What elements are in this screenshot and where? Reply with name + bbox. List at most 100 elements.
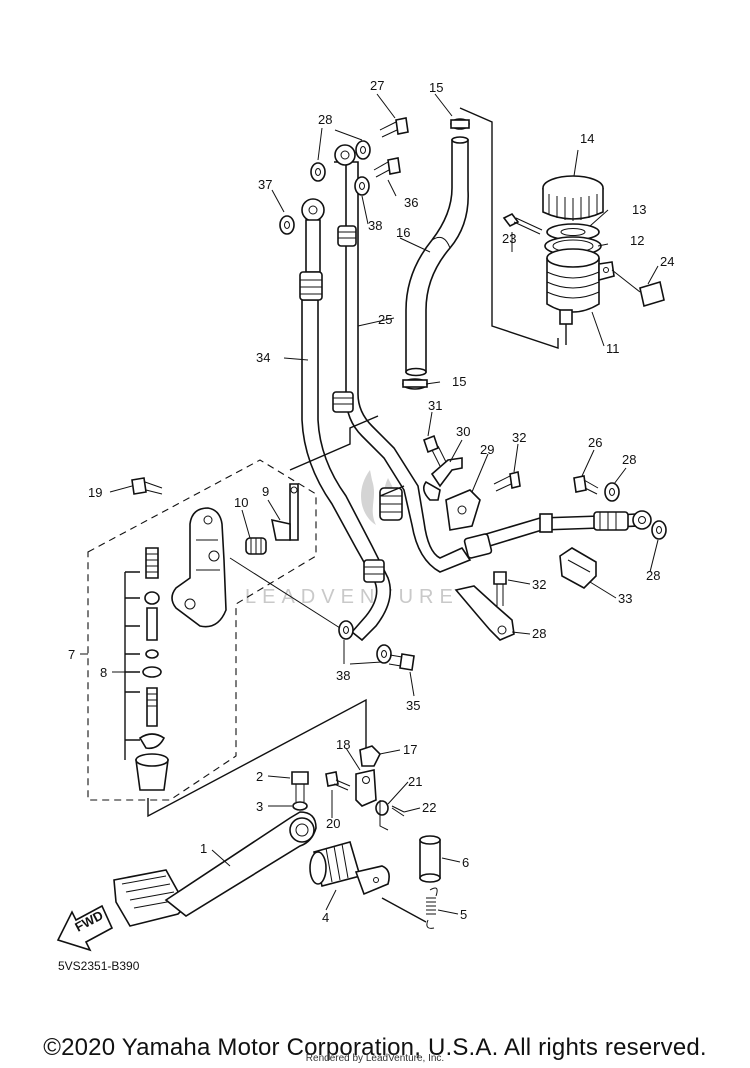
washer-38-d [376, 644, 392, 664]
part-label: 30 [456, 424, 470, 439]
part-label: 17 [403, 742, 417, 757]
diagram-code: 5VS2351-B390 [58, 959, 140, 973]
junction-line [289, 415, 379, 471]
nut-17 [359, 745, 381, 767]
reservoir-bracket-line [459, 107, 559, 349]
washer-38-c [338, 620, 354, 640]
part-label: 36 [404, 195, 418, 210]
bracket-24 [611, 269, 665, 308]
part-label: 12 [630, 233, 644, 248]
pin-22 [391, 805, 405, 817]
fwd-arrow-icon: FWD [56, 904, 114, 952]
part-label: 4 [322, 910, 329, 925]
washer-28-b [355, 140, 371, 160]
bolt-2 [291, 771, 309, 802]
bolt-26 [573, 475, 599, 495]
part-label: 28 [622, 452, 636, 467]
clamp-30 [445, 489, 481, 531]
part-label: 20 [326, 816, 340, 831]
bolt-32-top [423, 434, 447, 467]
part-label: 28 [646, 568, 660, 583]
part-label: 24 [660, 254, 674, 269]
part-label: 38 [336, 668, 350, 683]
reservoir-hose-16 [405, 139, 469, 373]
part-label: 21 [408, 774, 422, 789]
spring-5 [381, 887, 438, 929]
shaft-4 [309, 800, 390, 896]
piston-kit-8 [124, 547, 169, 791]
spacer-6 [419, 835, 441, 883]
part-label: 3 [256, 799, 263, 814]
part-label: 19 [88, 485, 102, 500]
bolt-36 [388, 653, 415, 671]
bolt-23 [502, 212, 543, 235]
clamp-34 [559, 547, 597, 589]
bolt-37 [373, 157, 401, 178]
part-label: 38 [368, 218, 382, 233]
part-label: 10 [234, 495, 248, 510]
part-label: 14 [580, 131, 594, 146]
copyright-text: ©2020 Yamaha Motor Corporation, U.S.A. A… [43, 1034, 707, 1061]
bolt-20 [325, 771, 351, 791]
bracket-29 [454, 585, 515, 641]
bolt-27 [379, 117, 409, 138]
part-label: 22 [422, 800, 436, 815]
part-label: 1 [200, 841, 207, 856]
watermark: LEADVENTURE [245, 586, 459, 608]
joint-9 [270, 483, 299, 541]
part-label: 25 [378, 312, 392, 327]
bolt-19 [131, 477, 163, 495]
clamp-31 [422, 457, 463, 501]
part-label: 7 [68, 647, 75, 662]
brake-hose-25 [332, 144, 472, 573]
part-label: 23 [502, 231, 516, 246]
part-label: 32 [512, 430, 526, 445]
brake-hose-to-caliper [463, 510, 652, 559]
washer-3 [292, 801, 308, 811]
master-cylinder-dashed-box [87, 459, 317, 801]
part-label: 13 [632, 202, 646, 217]
washer-21 [375, 800, 389, 816]
part-label: 5 [460, 907, 467, 922]
rendered-by-text: Rendered by LeadVenture, Inc. [305, 1053, 445, 1064]
part-label: 27 [370, 78, 384, 93]
brake-hose-35 [299, 198, 392, 642]
part-label: 29 [480, 442, 494, 457]
clamp-15-bottom [402, 378, 428, 390]
part-label: 18 [336, 737, 350, 752]
leader-lines [80, 93, 659, 915]
part-label: 32 [532, 577, 546, 592]
part-label: 9 [262, 484, 269, 499]
part-label: 11 [606, 341, 620, 356]
bolt-32-bottom [493, 571, 507, 606]
joint-10 [245, 537, 267, 555]
part-label: 37 [258, 177, 272, 192]
washer-28-c [604, 482, 620, 502]
part-label: 6 [462, 855, 469, 870]
master-cylinder-body [171, 507, 227, 628]
brake-pedal-1 [113, 811, 317, 927]
part-labels: 1 2 3 4 5 6 7 8 9 10 11 12 13 14 15 15 1… [68, 78, 674, 925]
washer-28-a [310, 162, 326, 182]
part-label: 2 [256, 769, 263, 784]
joint-18 [355, 769, 377, 807]
reservoir-tank-11 [546, 248, 615, 345]
part-label: 16 [396, 225, 410, 240]
clamp-15-top [450, 118, 470, 130]
part-label: 35 [406, 698, 420, 713]
part-label: 34 [256, 350, 270, 365]
washer-28-d [651, 520, 667, 540]
part-label: 15 [429, 80, 443, 95]
part-label: 33 [618, 591, 632, 606]
bolt-33 [493, 471, 521, 492]
reservoir-cap-14 [542, 175, 604, 221]
washer-38-a [279, 215, 295, 235]
part-label: 31 [428, 398, 442, 413]
washer-38-b [354, 176, 370, 196]
part-label: 26 [588, 435, 602, 450]
part-label: 15 [452, 374, 466, 389]
part-label: 28 [318, 112, 332, 127]
part-label: 28 [532, 626, 546, 641]
part-label: 8 [100, 665, 107, 680]
